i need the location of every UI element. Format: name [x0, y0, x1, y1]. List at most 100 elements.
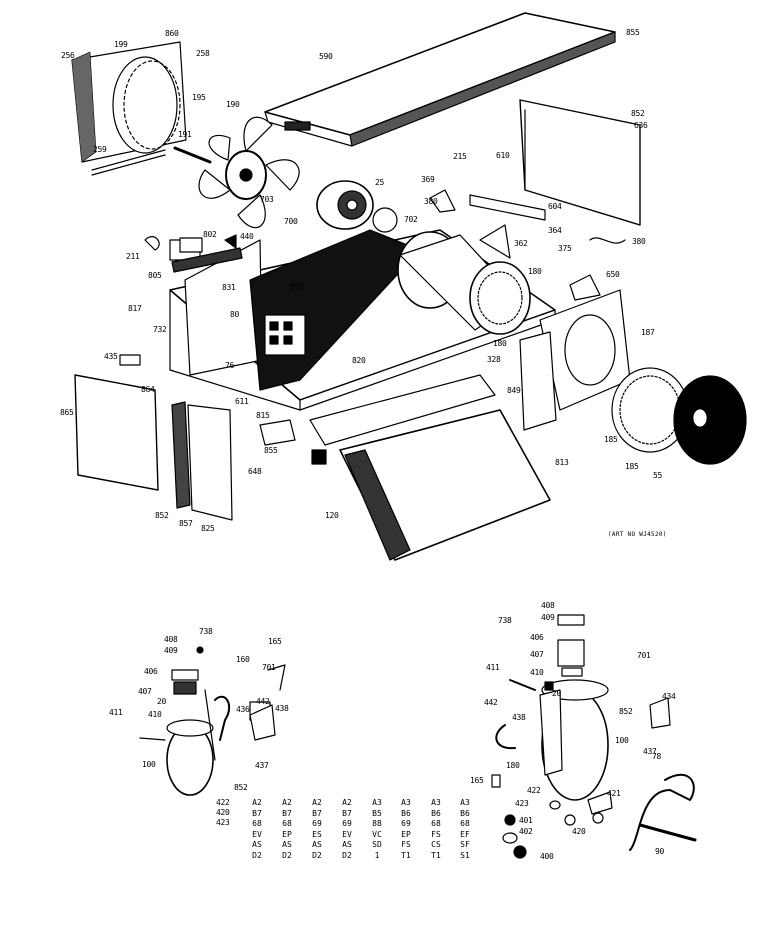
callout-435: 435: [104, 352, 118, 361]
rc-78: 78: [652, 752, 662, 761]
callout-702: 702: [404, 215, 418, 224]
lc-423: 423: [216, 818, 230, 827]
rc-738: 738: [498, 616, 512, 625]
left-compressor-assembly: [139, 646, 286, 796]
callout-815: 815: [256, 411, 270, 420]
rc-420: 420: [572, 827, 586, 836]
model-number-2: A2B768EPASD2: [282, 798, 292, 860]
rc-410: 410: [530, 668, 544, 677]
callout-215: 215: [453, 152, 467, 161]
reference-note: (ART NO WJ4520): [608, 531, 667, 538]
callout-611: 611: [235, 397, 249, 406]
rc-165: 165: [470, 776, 484, 785]
rc-20: 20: [552, 689, 562, 698]
rc-701: 701: [637, 651, 651, 660]
callout-369: 369: [421, 175, 435, 184]
lc-165: 165: [268, 637, 282, 646]
lc-20: 20: [157, 697, 167, 706]
rc-406: 406: [530, 633, 544, 642]
fan-motor: [316, 180, 398, 233]
callout-187: 187: [641, 328, 655, 337]
rc-401: 401: [519, 816, 533, 825]
callout-211: 211: [126, 252, 140, 261]
rc-442: 442: [484, 698, 498, 707]
callout-831: 831: [222, 283, 236, 292]
callout-849: 849: [507, 386, 521, 395]
callout-865: 865: [60, 408, 74, 417]
back-panel-610: [519, 99, 641, 226]
callout-258: 258: [196, 49, 210, 58]
blower-wheel: [397, 231, 531, 335]
rear-grille-panel: [71, 41, 187, 176]
blower-wheel-55: [611, 367, 747, 465]
model-number-6: A3B669EPFST1: [401, 798, 411, 860]
callout-195: 195: [192, 93, 206, 102]
callout-860: 860: [165, 29, 179, 38]
callout-440: 440: [240, 232, 254, 241]
callout-852b: 852: [155, 511, 169, 520]
callout-610: 610: [496, 151, 510, 160]
rc-100: 100: [615, 736, 629, 745]
evaporator-coil: [309, 374, 551, 561]
callout-364: 364: [548, 226, 562, 235]
callout-185: 185: [604, 435, 618, 444]
lc-438: 438: [275, 704, 289, 713]
callout-180b: 180: [493, 339, 507, 348]
callout-80: 80: [230, 310, 240, 319]
lc-100: 100: [142, 760, 156, 769]
callout-76: 76: [225, 361, 235, 370]
rc-423: 423: [515, 799, 529, 808]
rc-402: 402: [519, 827, 533, 836]
callout-199: 199: [114, 40, 128, 49]
rc-408: 408: [541, 601, 555, 610]
callout-190: 190: [226, 100, 240, 109]
callout-813: 813: [555, 458, 569, 467]
lc-409: 409: [164, 646, 178, 655]
model-number-1: A2B768EVASD2: [252, 798, 262, 860]
callout-185b: 185: [625, 462, 639, 471]
callout-362: 362: [514, 239, 528, 248]
lc-411: 411: [109, 708, 123, 717]
lc-442: 442: [256, 697, 270, 706]
rc-438: 438: [512, 713, 526, 722]
model-number-5: A3B588VCSD1: [372, 798, 382, 860]
callout-380b: 380: [632, 237, 646, 246]
callout-852: 852: [631, 109, 645, 118]
callout-864: 864: [141, 385, 155, 394]
callout-855: 855: [626, 28, 640, 37]
rc-400: 400: [540, 852, 554, 861]
callout-857: 857: [179, 519, 193, 528]
callout-25: 25: [375, 178, 385, 187]
rc-407: 407: [530, 650, 544, 659]
callout-191: 191: [178, 130, 192, 139]
rc-422: 422: [527, 786, 541, 795]
callout-636: 636: [634, 121, 648, 130]
lc-410: 410: [148, 710, 162, 719]
lc-738: 738: [199, 627, 213, 636]
callout-851: 851: [290, 282, 304, 291]
callout-328: 328: [487, 355, 501, 364]
callout-650: 650: [606, 270, 620, 279]
lc-437: 437: [255, 761, 269, 770]
top-cover-590: [264, 12, 616, 147]
orifice-panel-187: [519, 289, 631, 431]
callout-855b: 855: [264, 446, 278, 455]
lc-160: 160: [236, 655, 250, 664]
callout-604: 604: [548, 202, 562, 211]
callout-732: 732: [153, 325, 167, 334]
model-number-7: A3B668FSCST1: [431, 798, 441, 860]
callout-820: 820: [352, 356, 366, 365]
callout-375: 375: [558, 244, 572, 253]
callout-259: 259: [93, 145, 107, 154]
callout-825: 825: [201, 524, 215, 533]
rc-437: 437: [643, 747, 657, 756]
rc-434: 434: [662, 692, 676, 701]
callout-648: 648: [248, 467, 262, 476]
rc-421: 421: [607, 789, 621, 798]
callout-700: 700: [284, 217, 298, 226]
right-compressor-assembly: [491, 614, 697, 859]
rc-90: 90: [655, 847, 665, 856]
lc-420: 420: [216, 808, 230, 817]
model-number-8: A3B668EFSFS1: [460, 798, 470, 860]
